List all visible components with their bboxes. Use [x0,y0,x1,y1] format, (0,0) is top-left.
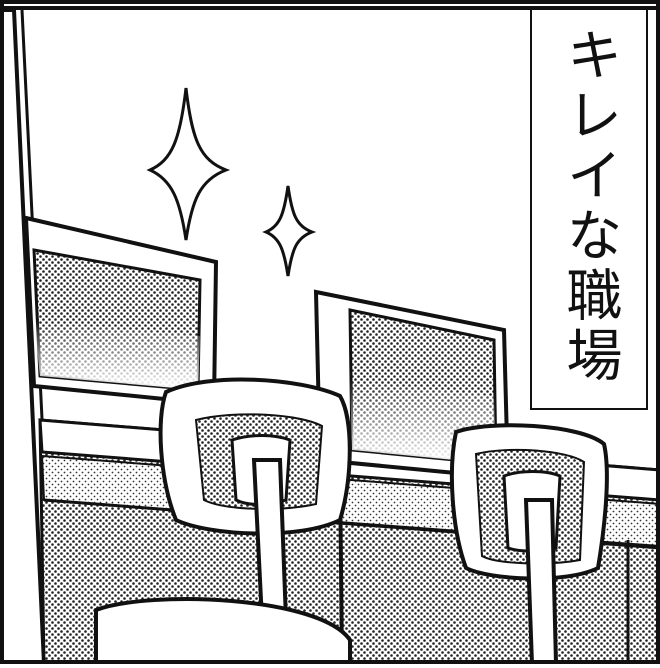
sparkle-icon [146,87,231,241]
office-chair [449,423,609,666]
caption-box: キレイな職場 [530,8,648,410]
caption-text: キレイな職場 [557,26,622,386]
sparkle-icon [262,185,317,277]
office-chair [94,377,352,666]
computer-monitor [23,215,219,407]
